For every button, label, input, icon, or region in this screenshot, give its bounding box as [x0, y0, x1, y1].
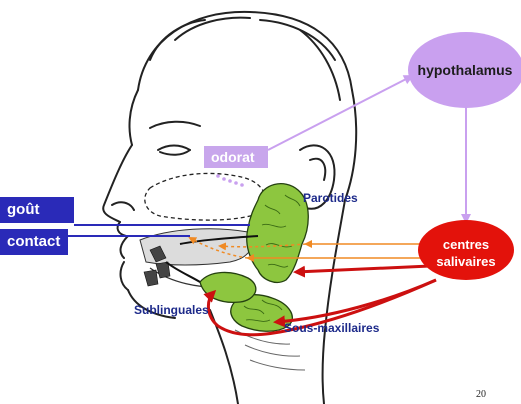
centres-label-line1: centres [420, 236, 512, 253]
hypothalamus-label: hypothalamus [408, 62, 521, 78]
centres-label-line2: salivaires [420, 253, 512, 270]
parotides-label: Parotides [303, 191, 358, 205]
sublinguales-label: Sublinguales [134, 303, 209, 317]
page-number: 20 [476, 389, 486, 400]
gout-label: goût [0, 197, 74, 223]
red-arrow-submandibular-2 [276, 280, 436, 322]
purple-arrow-odorat [268, 76, 412, 150]
parotid-gland [247, 184, 309, 283]
nasal-cavity-outline [145, 173, 266, 220]
head-outline [103, 12, 356, 404]
odorat-label: odorat [204, 146, 268, 168]
contact-label: contact [0, 229, 68, 255]
red-arrow-submandibular [296, 266, 430, 272]
centres-salivaires-label: centres salivaires [420, 236, 512, 270]
sous-maxillaires-label: Sous-maxillaires [284, 321, 379, 335]
